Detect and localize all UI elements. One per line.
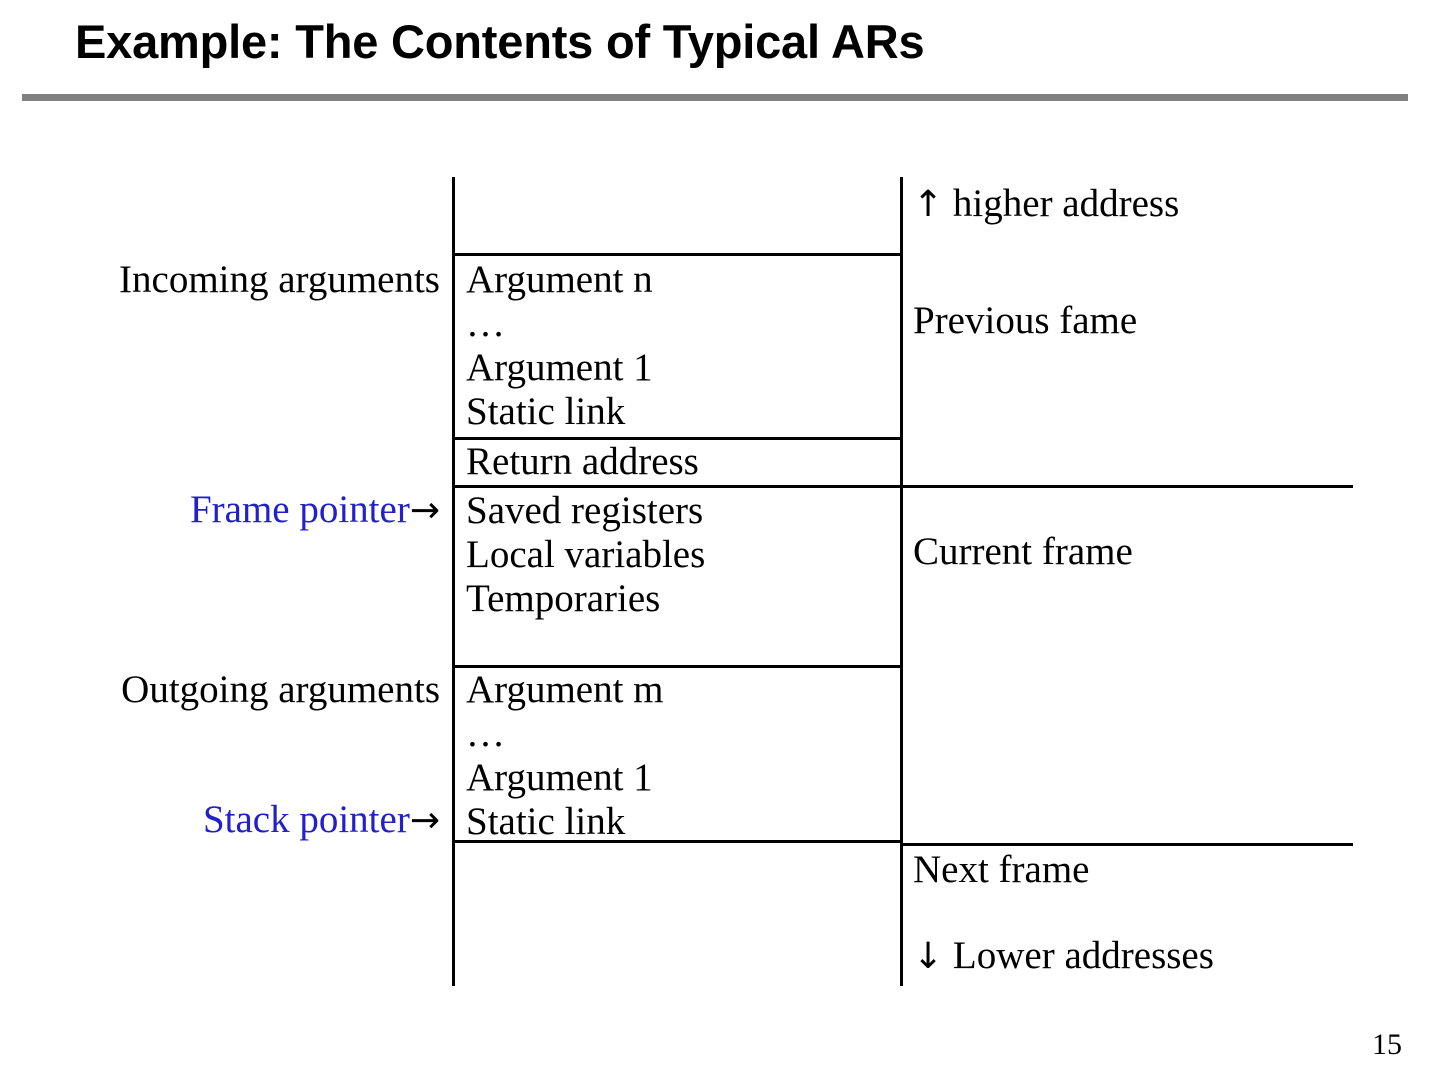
- note-lower-addresses: ↓ Lower addresses: [913, 934, 1214, 979]
- label-incoming-arguments: Incoming arguments: [119, 258, 440, 301]
- separator-bottom-of-outgoing-args: [452, 840, 903, 843]
- note-next-frame: Next frame: [913, 848, 1090, 891]
- cell-return-address: Return address: [466, 440, 699, 483]
- activation-record-diagram: Incoming arguments Frame pointer→ Outgoi…: [0, 177, 1353, 986]
- title-divider-rule: [22, 94, 1408, 101]
- lower-addresses-text: Lower addresses: [952, 934, 1214, 977]
- separator-current-frame-next-frame: [900, 843, 1353, 846]
- separator-return-address-saved-registers: [452, 485, 903, 488]
- stack-pointer-text: Stack pointer: [202, 798, 410, 841]
- separator-incoming-args-return-address: [452, 437, 903, 440]
- label-outgoing-arguments: Outgoing arguments: [121, 668, 440, 711]
- cell-saved-registers-block: Saved registers Local variables Temporar…: [466, 489, 706, 620]
- label-frame-pointer: Frame pointer→: [0, 488, 440, 533]
- cell-outgoing-arguments-block: Argument m … Argument 1 Static link: [466, 668, 664, 843]
- separator-top-of-incoming-args: [452, 253, 903, 256]
- right-arrow-icon: →: [409, 800, 440, 841]
- cell-incoming-arguments-block: Argument n … Argument 1 Static link: [466, 258, 653, 433]
- note-higher-address: ↑ higher address: [913, 182, 1179, 227]
- diagram-right-vertical-rule: [900, 177, 903, 986]
- right-arrow-icon: →: [409, 490, 440, 531]
- diagram-left-vertical-rule: [452, 177, 455, 986]
- note-previous-frame: Previous fame: [913, 299, 1138, 342]
- separator-saved-registers-outgoing-args: [452, 665, 903, 668]
- separator-previous-frame-current-frame: [900, 485, 1353, 488]
- page-title: Example: The Contents of Typical ARs: [75, 15, 925, 68]
- frame-pointer-text: Frame pointer: [189, 488, 410, 531]
- label-stack-pointer: Stack pointer→: [0, 798, 440, 843]
- page-number: 15: [1372, 1028, 1402, 1061]
- higher-address-text: higher address: [952, 182, 1180, 225]
- note-current-frame: Current frame: [913, 530, 1133, 573]
- up-arrow-icon: ↑: [913, 184, 944, 225]
- down-arrow-icon: ↓: [913, 936, 944, 977]
